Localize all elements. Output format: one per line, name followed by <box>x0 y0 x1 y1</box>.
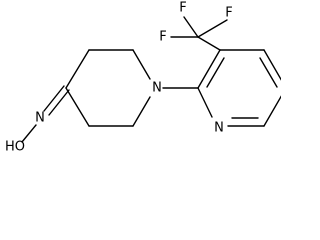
bond-pyc2-pyc3-inner <box>206 57 225 88</box>
atom-label-f3: F <box>159 30 166 45</box>
bond-pyc5-pyc6 <box>263 95 281 127</box>
bond-npy-pyc2 <box>197 87 213 118</box>
atom-label-n-pyridine: N <box>214 121 224 136</box>
bond-n1-c6 <box>132 96 151 127</box>
atom-label-n-piperidine: N <box>152 81 162 96</box>
bond-pyc2-pyc3 <box>197 49 221 89</box>
bond-c4-c3 <box>65 49 90 89</box>
bond-cf3-f1 <box>183 16 199 38</box>
atom-label-f1: F <box>179 1 186 16</box>
bond-pyc3-cf3 <box>197 36 221 51</box>
atom-label-f2: F <box>225 6 232 21</box>
atom-label-oh: HO <box>5 140 25 155</box>
bond-c5-c4 <box>65 87 90 127</box>
bond-pyc4-pyc5 <box>263 49 281 81</box>
bond-c2-n1 <box>132 49 151 80</box>
bond-cf3-f2 <box>197 19 228 38</box>
bond-n-c4-double-a <box>43 85 65 112</box>
atom-label-n-oxime: N <box>35 111 45 126</box>
bond-pyc4-pyc5-inner <box>259 57 278 88</box>
bond-n-c4-double-b <box>48 89 70 116</box>
bond-ho-n <box>21 124 37 143</box>
molecule-structure: F F F N N N HO <box>5 1 281 155</box>
